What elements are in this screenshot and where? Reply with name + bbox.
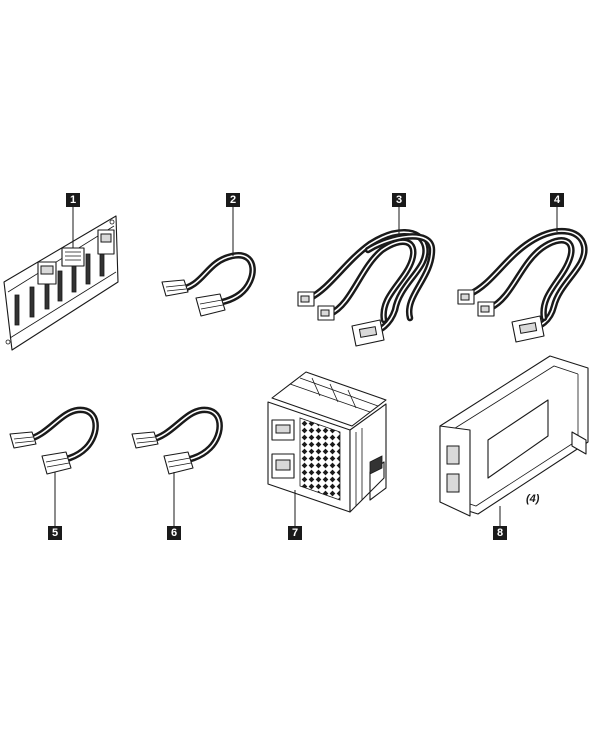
connector-6a xyxy=(131,431,159,449)
connector-3c xyxy=(351,319,385,347)
signal-cable-part-6 xyxy=(131,406,223,475)
callout-2-label: 2 xyxy=(230,194,236,206)
quantity-label: (4) xyxy=(526,493,540,505)
callout-8-label: 8 xyxy=(497,527,503,539)
callout-2: 2 xyxy=(226,193,240,207)
connector-3b xyxy=(317,305,335,321)
callout-7: 7 xyxy=(288,526,302,540)
signal-cable-part-5 xyxy=(9,406,99,475)
callout-4-label: 4 xyxy=(554,194,561,206)
callout-1: 1 xyxy=(66,193,80,207)
callout-1-label: 1 xyxy=(70,194,76,206)
callout-6: 6 xyxy=(167,526,181,540)
connector-3a xyxy=(297,291,315,307)
connector-2b xyxy=(195,293,226,317)
callout-5: 5 xyxy=(48,526,62,540)
callout-6-label: 6 xyxy=(171,527,177,539)
callout-3: 3 xyxy=(392,193,406,207)
drive-filler-tray-part xyxy=(439,355,589,517)
signal-cable-part-2 xyxy=(161,252,256,317)
breakout-cable-part-3 xyxy=(297,229,436,347)
callout-4: 4 xyxy=(550,193,564,207)
connector-5a xyxy=(9,431,37,449)
connector-4a xyxy=(457,289,475,305)
connector-4c xyxy=(511,315,545,343)
callout-7-label: 7 xyxy=(292,527,298,539)
callout-5-label: 5 xyxy=(52,527,58,539)
connector-6b xyxy=(163,451,194,475)
callout-8: 8 xyxy=(493,526,507,540)
breakout-cable-part-4 xyxy=(457,227,588,343)
connector-2a xyxy=(161,279,189,297)
drive-cage-part xyxy=(267,371,387,513)
callout-3-label: 3 xyxy=(396,194,402,206)
backplane-part xyxy=(3,215,119,351)
connector-4b xyxy=(477,301,495,317)
connector-5b xyxy=(41,451,72,475)
